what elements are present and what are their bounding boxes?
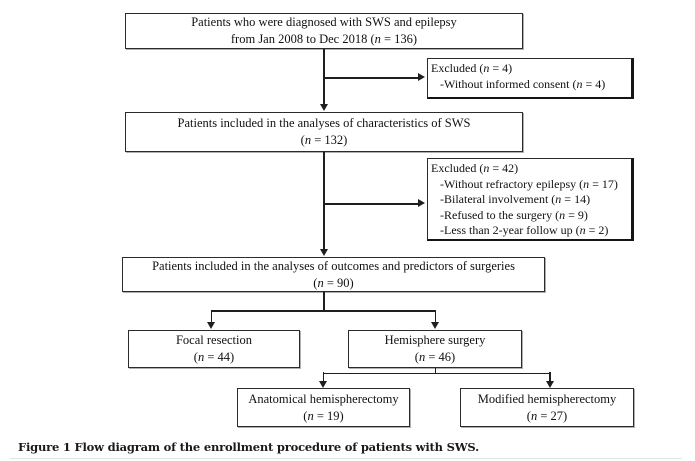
arrowhead-down-icon — [207, 322, 215, 329]
connector-to-hemisphere — [434, 310, 436, 323]
anatomical-hemispherectomy-line1: Anatomical hemispherectomy — [248, 391, 399, 406]
flow-box-outcomes-line2: (n = 90) — [313, 275, 354, 290]
excluded-1-title: Excluded (n = 4) — [431, 61, 513, 75]
focal-resection-line1: Focal resection — [175, 333, 252, 348]
connector-outcomes-stub — [323, 292, 325, 311]
arrowhead-right-icon — [418, 73, 425, 81]
excluded-2-item: -Less than 2-year follow up (n = 2) — [440, 223, 609, 238]
arrowhead-down-icon — [319, 104, 328, 111]
modified-hemispherectomy-line2: (n = 27) — [526, 408, 568, 423]
hemisphere-surgery-line1: Hemisphere surgery — [384, 333, 486, 348]
flow-box-excluded-1: Excluded (n = 4) -Without informed conse… — [427, 58, 634, 99]
flow-box-characteristics-line2: (n = 132) — [300, 133, 348, 147]
flow-box-outcomes-line1: Patients included in the analyses of out… — [152, 258, 515, 273]
arrowhead-down-icon — [319, 380, 327, 388]
flow-box-outcomes: Patients included in the analyses of out… — [122, 257, 545, 292]
figure-caption: Figure 1 Flow diagram of the enrollment … — [18, 440, 479, 454]
connector-branch-excluded-2 — [323, 203, 419, 205]
excluded-1-item: -Without informed consent (n = 4) — [440, 76, 606, 91]
focal-resection-line2: (n = 44) — [193, 350, 235, 364]
connector-to-focal — [210, 310, 212, 323]
flow-box-enrolled-line1: Patients who were diagnosed with SWS and… — [191, 15, 457, 30]
flow-box-hemisphere-surgery: Hemisphere surgery (n = 46) — [348, 330, 522, 368]
flow-box-anatomical-hemispherectomy: Anatomical hemispherectomy (n = 19) — [237, 388, 410, 427]
connector-characteristics-to-outcomes — [323, 152, 325, 250]
arrowhead-down-icon — [319, 249, 328, 256]
arrowhead-right-icon — [418, 199, 425, 207]
connector-branch-excluded-1 — [323, 77, 419, 79]
flow-box-focal-resection: Focal resection (n = 44) — [128, 330, 300, 368]
flow-box-characteristics-line1: Patients included in the analyses of cha… — [177, 116, 471, 131]
excluded-2-item: -Bilateral involvement (n = 14) — [440, 192, 591, 207]
modified-hemispherectomy-line1: Modified hemispherectomy — [477, 391, 617, 406]
anatomical-hemispherectomy-line2: (n = 19) — [303, 408, 344, 423]
connector-split-surgeries — [211, 310, 436, 312]
connector-to-modified — [549, 372, 551, 382]
flow-box-enrolled: Patients who were diagnosed with SWS and… — [125, 13, 523, 49]
arrowhead-down-icon — [431, 322, 439, 329]
connector-split-hemispherectomy — [322, 372, 551, 374]
connector-hemisphere-stub — [434, 368, 436, 374]
hemisphere-surgery-line2: (n = 46) — [414, 350, 456, 364]
flow-box-characteristics: Patients included in the analyses of cha… — [125, 112, 523, 152]
connector-to-anatomical — [322, 372, 324, 382]
flow-box-enrolled-line2: from Jan 2008 to Dec 2018 (n = 136) — [230, 32, 418, 46]
excluded-2-title: Excluded (n = 42) — [431, 161, 519, 175]
arrowhead-down-icon — [545, 380, 554, 388]
excluded-2-item: -Refused to the surgery (n = 9) — [440, 207, 588, 222]
bottom-rule-divider — [10, 458, 682, 459]
flow-box-excluded-2: Excluded (n = 42) -Without refractory ep… — [427, 158, 634, 241]
flow-box-modified-hemispherectomy: Modified hemispherectomy (n = 27) — [460, 388, 634, 427]
excluded-2-item: -Without refractory epilepsy (n = 17) — [440, 176, 618, 191]
